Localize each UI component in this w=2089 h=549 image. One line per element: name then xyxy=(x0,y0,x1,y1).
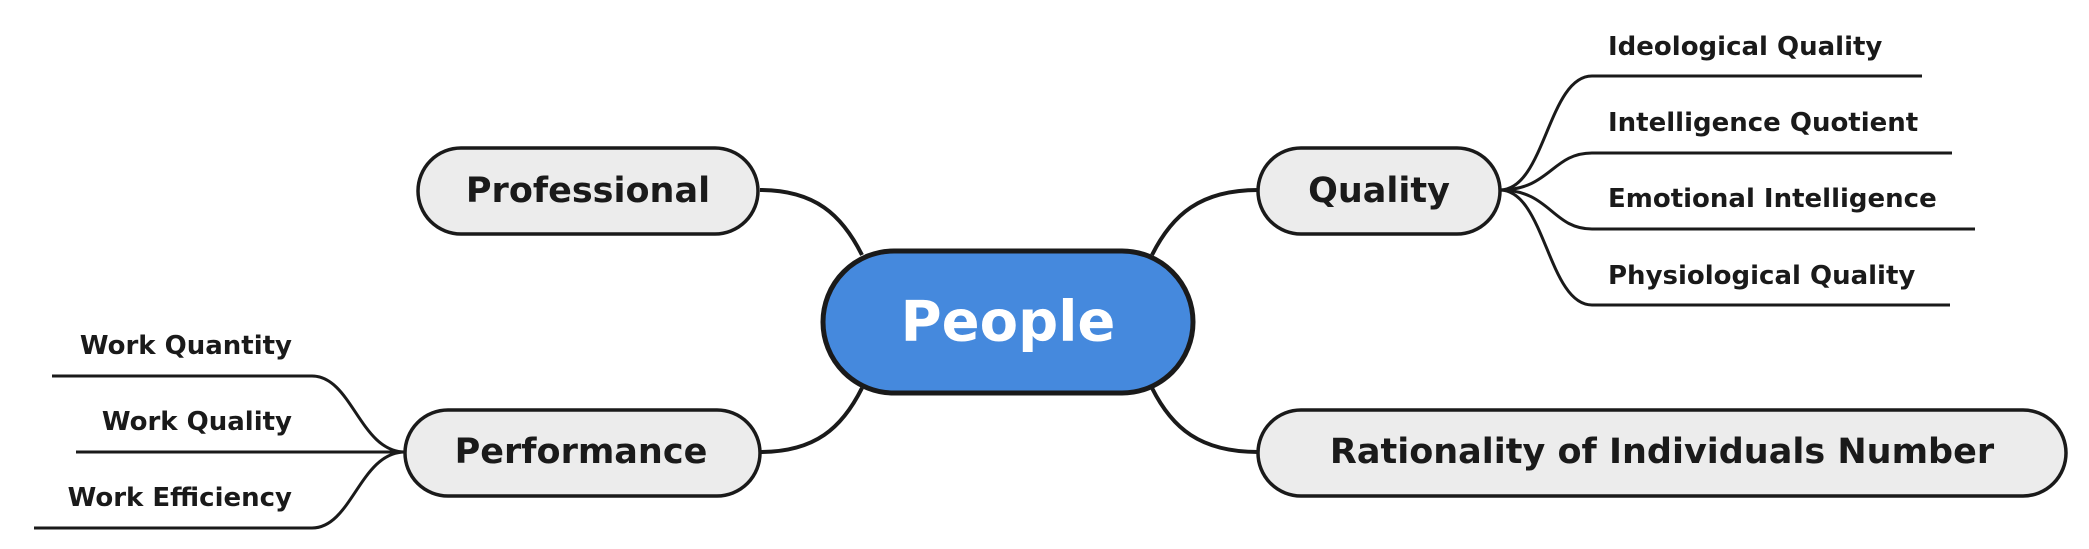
performance-connectors xyxy=(34,374,406,530)
subtopic-work-quality[interactable]: Work Quality xyxy=(102,407,292,437)
connector-intelligence-quotient xyxy=(1499,151,1952,192)
topic-rationality-label: Rationality of Individuals Number xyxy=(1330,432,1995,472)
subtopic-work-efficiency[interactable]: Work Efficiency xyxy=(68,483,292,513)
connector-work-efficiency xyxy=(34,450,406,530)
topic-professional[interactable]: Professional xyxy=(416,146,760,236)
topic-quality-label: Quality xyxy=(1308,171,1450,211)
subtopic-ideological-quality[interactable]: Ideological Quality xyxy=(1608,32,1882,62)
topic-quality[interactable]: Quality xyxy=(1256,146,1502,236)
connector-emotional-intelligence xyxy=(1499,188,1975,231)
subtopic-intelligence-quotient[interactable]: Intelligence Quotient xyxy=(1608,108,1918,138)
connector-work-quantity xyxy=(52,374,406,454)
main-connectors xyxy=(759,188,1259,454)
topic-performance[interactable]: Performance xyxy=(403,408,762,498)
center-topic-label: People xyxy=(901,290,1116,355)
connector-rationality xyxy=(1150,387,1259,454)
subtopic-work-quantity[interactable]: Work Quantity xyxy=(80,331,292,361)
topic-professional-label: Professional xyxy=(466,171,710,211)
connector-physiological-quality xyxy=(1499,188,1950,307)
connector-performance xyxy=(759,387,864,454)
subtopic-physiological-quality[interactable]: Physiological Quality xyxy=(1608,261,1915,291)
connector-quality xyxy=(1150,188,1259,256)
connector-ideological-quality xyxy=(1499,74,1922,192)
topic-rationality[interactable]: Rationality of Individuals Number xyxy=(1256,408,2068,498)
subtopic-emotional-intelligence[interactable]: Emotional Intelligence xyxy=(1608,184,1937,214)
connector-professional xyxy=(759,188,864,256)
center-topic[interactable]: People xyxy=(820,248,1196,396)
quality-connectors xyxy=(1499,74,1975,307)
topic-performance-label: Performance xyxy=(455,432,708,472)
